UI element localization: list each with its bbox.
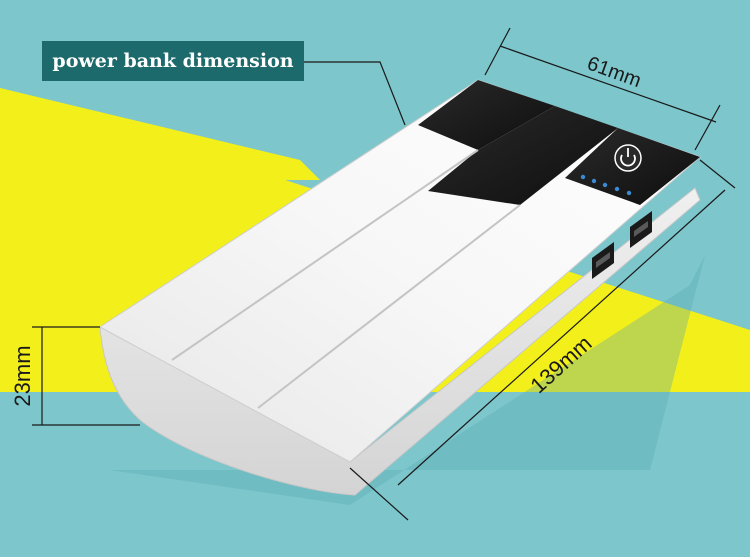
dimension-23mm-label: 23mm <box>10 345 35 406</box>
callout-line <box>304 61 406 126</box>
yellow-stripe-upper <box>0 88 320 180</box>
device-shadow <box>110 255 705 505</box>
top-dark-panel-left <box>418 80 555 150</box>
page-title: power bank dimension <box>52 50 294 72</box>
dimension-139mm <box>349 159 736 521</box>
usb-port <box>592 242 614 279</box>
dimension-23mm <box>32 326 140 426</box>
device-side <box>99 187 701 496</box>
title-banner: power bank dimension <box>42 41 304 81</box>
usb-port <box>630 211 652 248</box>
power-icon[interactable] <box>614 144 642 172</box>
led-indicators <box>580 174 632 196</box>
dimension-61mm <box>484 27 721 151</box>
top-dark-panel-main <box>428 106 618 205</box>
seam-line <box>171 149 479 361</box>
seam-line <box>257 204 521 409</box>
